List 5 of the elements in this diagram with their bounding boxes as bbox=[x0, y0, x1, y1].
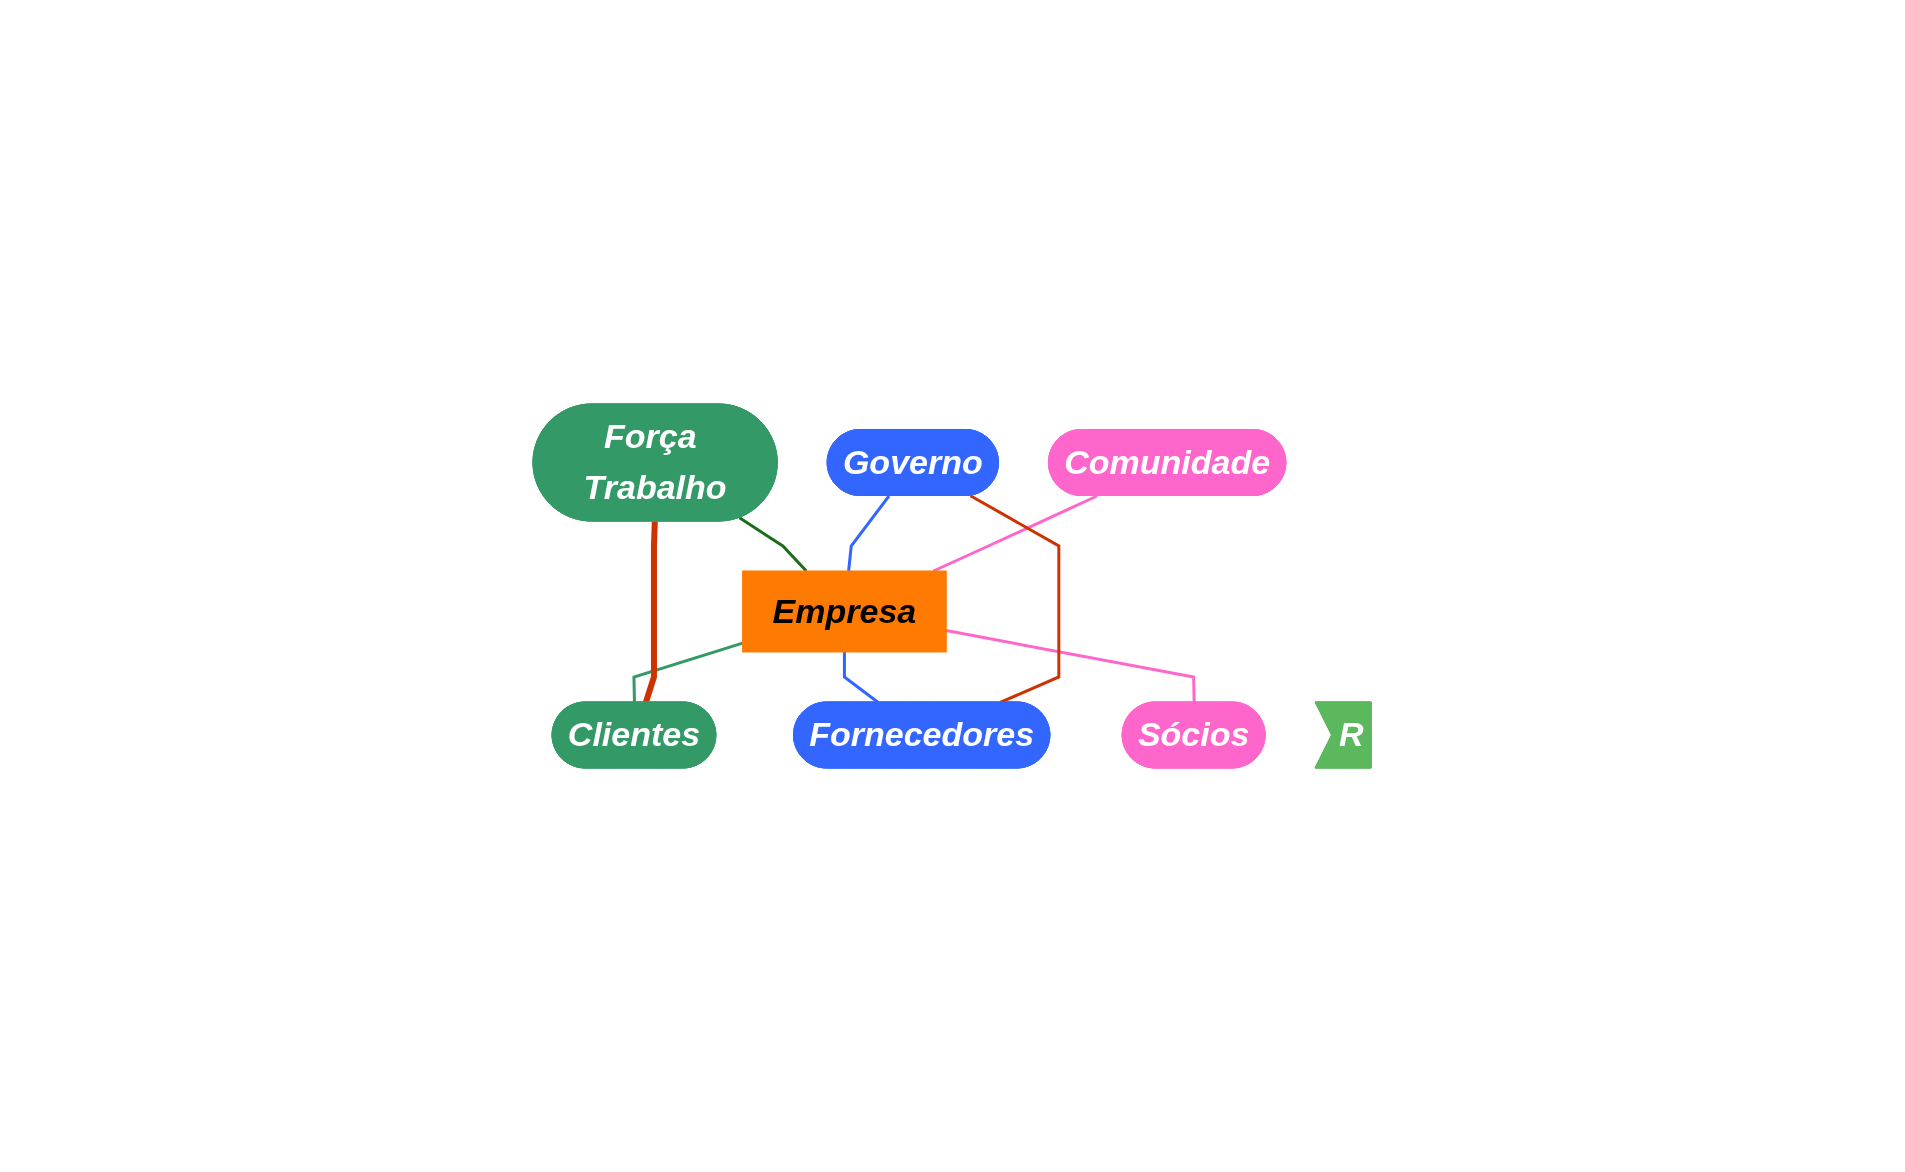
connector bbox=[847, 495, 891, 572]
connector bbox=[739, 516, 808, 572]
connector bbox=[946, 629, 1197, 703]
connector bbox=[632, 641, 744, 703]
node-box: Empresa bbox=[742, 570, 948, 653]
